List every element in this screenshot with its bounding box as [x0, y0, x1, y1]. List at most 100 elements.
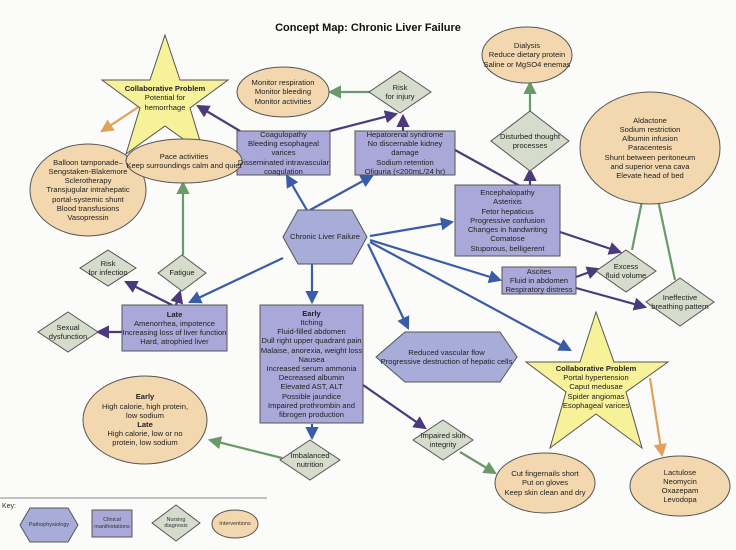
coagulopathy-box	[236, 130, 331, 176]
key-label: Key:	[2, 503, 17, 510]
key-interventions-oval	[211, 509, 259, 539]
node-line: Disseminated intravascular	[237, 157, 330, 167]
node-line: Put on gloves	[521, 478, 568, 488]
key-pathophysiology-hexagon	[19, 507, 79, 543]
arrows	[95, 80, 677, 475]
node-line: Transjugular intrahepatic	[46, 185, 130, 195]
disturbed-thought-diamond	[490, 110, 570, 172]
page-title: Concept Map: Chronic Liver Failure	[275, 22, 461, 34]
node-line: Encephalopathy	[480, 188, 535, 198]
node-line: low sodium	[126, 410, 164, 420]
node-line: Levodopa	[663, 495, 697, 505]
node-line: Sengstaken-Blakemore	[48, 166, 128, 176]
sexual-dysfunction-diamond	[37, 311, 99, 353]
node-line: Changes in handwriting	[467, 225, 548, 235]
node-line: Pace activities	[159, 151, 209, 161]
excess-fluid-diamond	[595, 249, 657, 293]
node-line: Itching	[300, 317, 323, 327]
node-line: Fluid in abdomen	[509, 275, 569, 285]
node-line: and superior vena cava	[610, 161, 690, 171]
node-line: Esophageal varices	[562, 400, 630, 410]
fatigue: Fatigue	[158, 255, 206, 291]
node-line: Monitor activities	[254, 96, 312, 106]
node-line: protein, low sodium	[112, 438, 178, 448]
node-line: fibrogen production	[278, 410, 344, 420]
node-line: Sexual	[56, 322, 80, 332]
node-line: Caput medusae	[569, 382, 623, 392]
node-line: Oxazepam	[661, 486, 699, 495]
node-line: portal-systemic shunt	[52, 194, 124, 204]
node-line: Impaired prothrombin and	[268, 400, 355, 410]
key-nursing-diagnosis: Nursing diagnosis	[164, 516, 188, 530]
node-line: breathing pattern	[651, 302, 709, 311]
node-line: Fatigue	[169, 268, 195, 278]
node-line: Sodium restriction	[619, 124, 681, 134]
node-line: Chronic Liver Failure	[289, 232, 361, 242]
node-line: Excess	[613, 261, 639, 271]
node-line: Monitor respiration	[251, 78, 315, 88]
node-line: for infection	[88, 268, 128, 277]
node-line: Spider angiomas	[567, 391, 625, 401]
early-box	[259, 304, 364, 424]
key-interventions: Interventions	[219, 520, 251, 527]
node-line: integrity	[429, 440, 457, 449]
interventions-lactulose-oval	[629, 455, 731, 517]
node-line: Neomycin	[663, 476, 697, 486]
node-line: Elevated AST, ALT	[280, 382, 343, 392]
node-line: Fetor hepaticus	[481, 206, 534, 216]
node-line: Hard, atrophied liver	[140, 337, 209, 347]
node-line: nutrition	[296, 460, 324, 469]
node-line: Dialysis	[513, 41, 541, 51]
hepatorenal-box	[354, 130, 456, 176]
impaired-skin-diamond	[412, 419, 474, 461]
node-line: Paracentesis	[628, 143, 672, 153]
node-line: Aldactone	[633, 115, 667, 125]
node-line: Keep surroundings calm and quiet	[126, 161, 242, 170]
node-line: Monitor bleeding	[254, 87, 312, 97]
node-line: fluid volume	[605, 271, 647, 280]
node-line: Ascites	[526, 266, 552, 276]
interventions-balloon-oval	[29, 143, 147, 237]
imbalanced-nutrition-diamond	[279, 439, 341, 481]
node-line: Stuporous, belligerent	[470, 243, 545, 253]
interventions-nutrition-oval	[82, 375, 208, 465]
key-nursing-diamond	[151, 504, 201, 542]
node-line: Malaise, anorexia, weight loss	[260, 345, 363, 355]
node-line: Saline or MgSO4 enemas	[483, 59, 571, 69]
key-clinical-manifestations: Clinical manifestations	[94, 517, 130, 530]
collaborative-star-portal	[524, 310, 670, 450]
node-line: Comatose	[490, 234, 525, 244]
node-line: Keep skin clean and dry	[504, 487, 586, 497]
node-line: Elevate head of bed	[616, 171, 684, 180]
key-clinical-box	[91, 509, 133, 538]
node-line: Imbalanced	[290, 450, 330, 460]
node-line: Asterixis	[493, 197, 522, 207]
node-line: Oliguria (<200mL/24 hr)	[364, 166, 446, 176]
key-pathophysiology: Pathophysiology	[28, 521, 70, 528]
node-line: for injury	[385, 92, 415, 101]
node-line: Sclerotherapy	[64, 176, 112, 186]
node-line: High calorie, low or no	[107, 429, 183, 439]
node-header: Late	[166, 309, 183, 319]
encephalopathy-box	[454, 184, 561, 257]
node-header: Collaborative Problem	[124, 84, 206, 94]
node-line: Dull right upper quadrant pain	[261, 336, 362, 346]
node-line: Possible jaundice	[281, 391, 342, 401]
node-line: Coagulopathy	[260, 130, 307, 139]
